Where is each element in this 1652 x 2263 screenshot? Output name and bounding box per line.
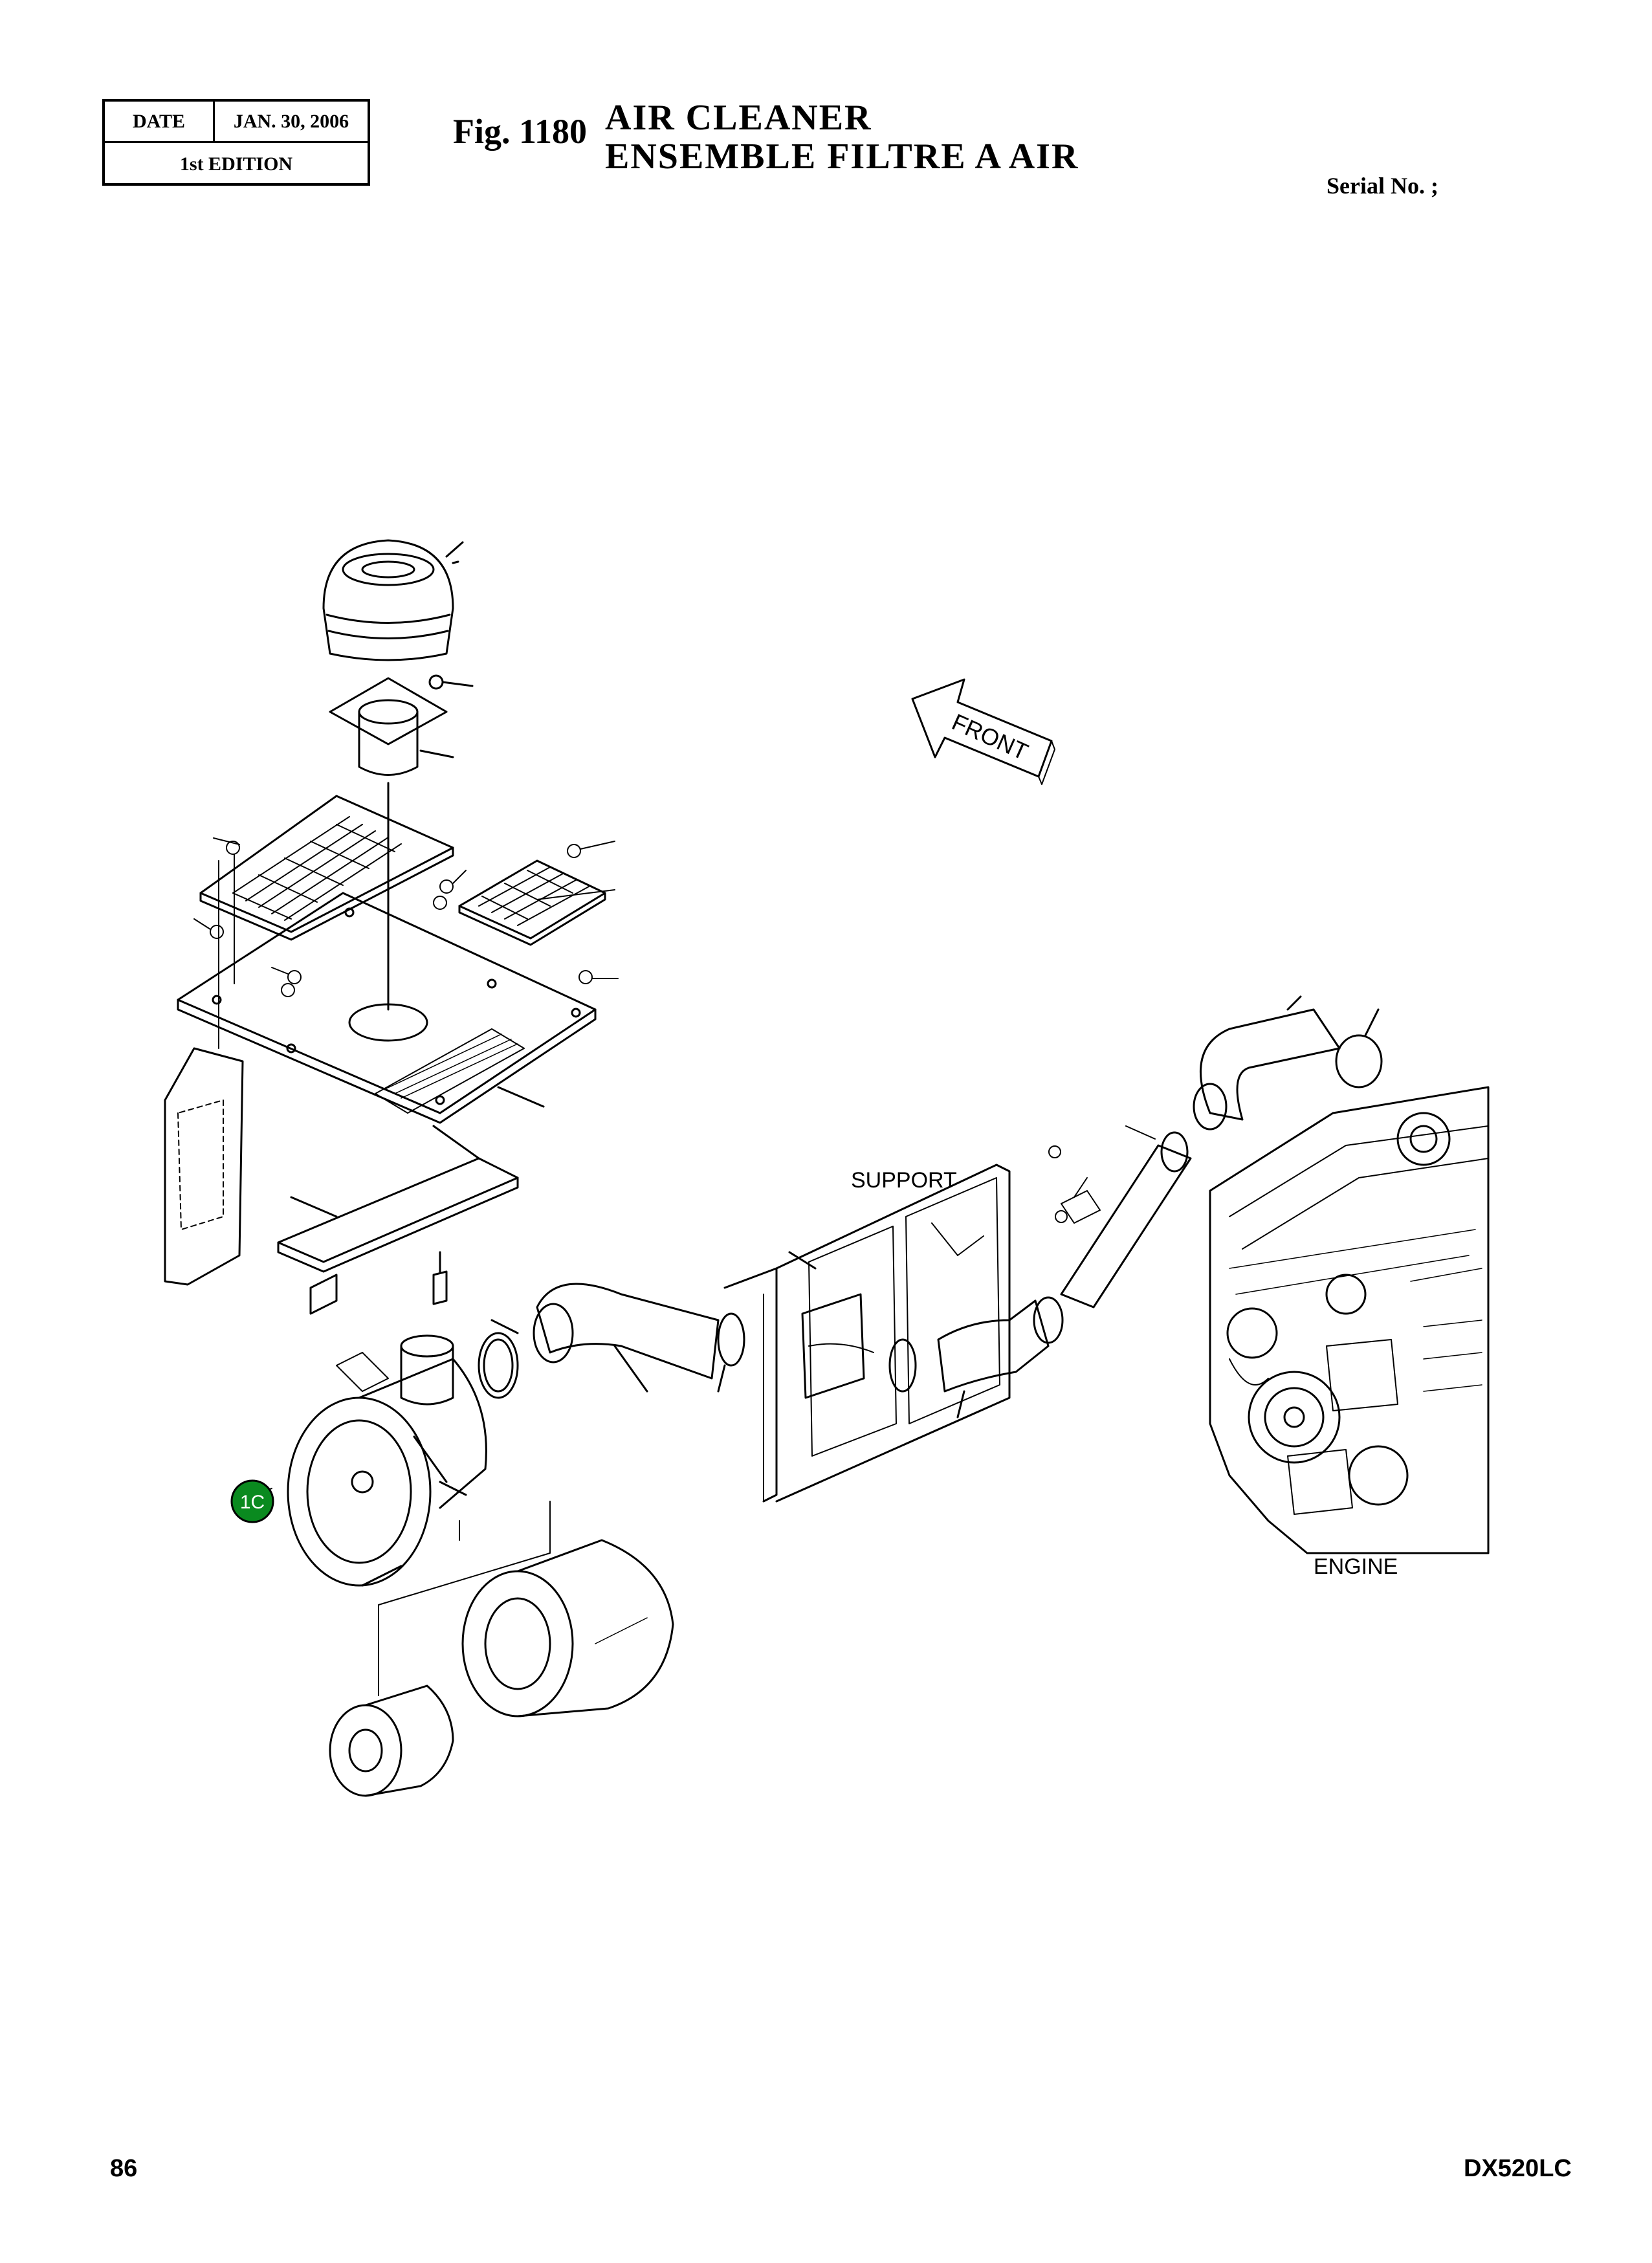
figure-number: Fig. 1180 <box>453 112 588 151</box>
intake-pipe <box>1060 1125 1192 1308</box>
side-panel <box>164 1047 244 1286</box>
inner-filter-element <box>329 1684 454 1797</box>
restriction-sensor <box>432 1251 448 1305</box>
hose-clamp <box>478 1319 519 1399</box>
callout-1c <box>230 1479 274 1523</box>
support-clamps <box>717 1312 917 1393</box>
engine <box>1209 1086 1490 1554</box>
outer-filter-element <box>461 1539 674 1717</box>
edition-label: 1st EDITION <box>179 153 293 175</box>
air-cleaner-housing <box>287 1334 487 1587</box>
date-box: DATE JAN. 30, 2006 1st EDITION <box>102 99 370 186</box>
platform-plate <box>177 892 597 1124</box>
intake-hose <box>533 1283 720 1393</box>
filter-leader-lines <box>378 1501 551 1696</box>
title-french: ENSEMBLE FILTRE A AIR <box>605 137 1079 177</box>
right-grille <box>458 859 606 946</box>
date-row: DATE JAN. 30, 2006 <box>105 102 368 143</box>
date-label: DATE <box>105 102 215 141</box>
mounting-bracket <box>277 1125 519 1315</box>
pre-cleaner-cap <box>322 539 464 661</box>
upper-elbow-hose <box>1193 995 1383 1131</box>
bolts <box>193 837 619 997</box>
inlet-adapter <box>329 674 474 776</box>
callout-1c-label: 1C <box>240 1492 265 1513</box>
serial-number-label: Serial No. ; <box>1327 173 1438 199</box>
support-bracket <box>723 1164 1011 1503</box>
support-label: SUPPORT <box>851 1168 957 1193</box>
pipe-bracket <box>1048 1145 1101 1224</box>
left-grille <box>199 795 454 941</box>
title-english: AIR CLEANER <box>605 98 872 138</box>
engine-label: ENGINE <box>1314 1554 1398 1579</box>
lower-elbow-hose <box>937 1296 1064 1419</box>
front-arrow <box>911 678 1055 785</box>
model-number: DX520LC <box>1464 2155 1572 2182</box>
page-number: 86 <box>110 2155 138 2182</box>
date-value: JAN. 30, 2006 <box>233 110 349 132</box>
